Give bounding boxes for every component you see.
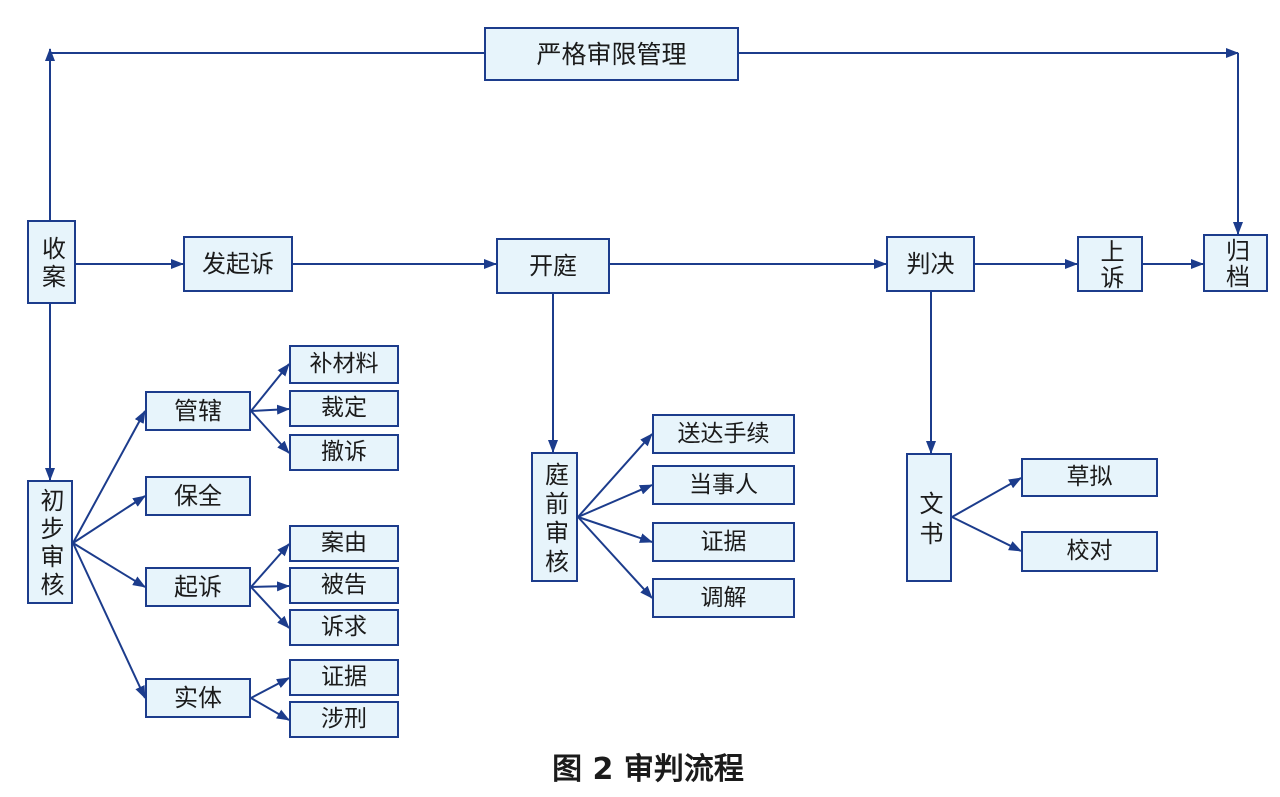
node-cause-of-action: 案由: [289, 525, 399, 562]
node-label: 当事人: [689, 471, 758, 498]
arrow-preliminary-to-jurisdiction: [72, 410, 146, 544]
arrow-preliminary-to-substance: [72, 542, 146, 699]
node-preliminary-review: 初步审核: [27, 480, 73, 604]
arrow-substance-item-2: [250, 697, 290, 721]
node-preservation: 保全: [145, 476, 251, 516]
node-archive: 归档: [1203, 234, 1268, 292]
figure-caption: 图 2 审判流程: [552, 752, 744, 787]
arrow-complaint-item-2: [250, 581, 290, 592]
node-label: 文书: [915, 490, 943, 551]
node-label: 撤诉: [321, 439, 367, 465]
node-judgment: 判决: [886, 236, 975, 292]
node-evidence-pretrial: 证据: [652, 522, 795, 562]
node-label: 严格审限管理: [536, 39, 687, 69]
node-label: 证据: [700, 528, 747, 555]
node-drafting: 草拟: [1021, 458, 1158, 497]
node-hearing: 开庭: [496, 238, 610, 294]
node-complaint: 起诉: [145, 567, 251, 607]
node-pretrial-review: 庭前审核: [531, 452, 578, 582]
node-label: 被告: [321, 572, 367, 598]
node-label: 庭前审核: [540, 461, 569, 578]
node-substance: 实体: [145, 678, 251, 718]
node-label: 送达手续: [677, 420, 770, 447]
node-label: 校对: [1066, 538, 1113, 564]
node-proofreading: 校对: [1021, 531, 1158, 572]
node-appeal: 上诉: [1077, 236, 1143, 292]
node-label: 调解: [700, 584, 747, 611]
node-withdrawal: 撤诉: [289, 434, 399, 471]
node-label: 开庭: [529, 252, 577, 280]
node-receive-case: 收案: [27, 220, 76, 304]
node-label: 案由: [321, 530, 367, 556]
node-label: 收案: [37, 236, 66, 292]
node-parties: 当事人: [652, 465, 795, 505]
node-service-procedures: 送达手续: [652, 414, 795, 454]
node-claims: 诉求: [289, 609, 399, 646]
node-label: 涉刑: [321, 706, 367, 732]
node-defendant: 被告: [289, 567, 399, 604]
arrow-complaint-item-1: [250, 543, 290, 588]
node-label: 补材料: [309, 351, 379, 377]
node-label: 起诉: [174, 573, 222, 601]
arrow-pretrial-item-3: [577, 516, 653, 543]
arrow-jurisdiction-item-1: [250, 363, 290, 412]
node-supervision: 严格审限管理: [484, 27, 739, 81]
node-label: 上诉: [1096, 239, 1124, 291]
node-mediation: 调解: [652, 578, 795, 618]
arrow-preliminary-to-preservation: [72, 495, 146, 544]
node-label: 归档: [1221, 238, 1250, 290]
node-label: 裁定: [321, 395, 367, 421]
node-supplement-materials: 补材料: [289, 345, 399, 384]
node-label: 管辖: [174, 397, 222, 425]
arrow-pretrial-item-4: [577, 516, 653, 599]
node-label: 发起诉: [202, 250, 274, 278]
arrow-documents-item-1: [951, 477, 1022, 518]
node-criminal-involvement: 涉刑: [289, 701, 399, 738]
arrow-pretrial-item-1: [577, 433, 653, 518]
node-label: 初步审核: [36, 488, 64, 600]
node-label: 保全: [174, 482, 222, 510]
node-documents: 文书: [906, 453, 952, 582]
node-label: 草拟: [1066, 464, 1113, 490]
arrow-substance-item-1: [250, 677, 290, 699]
node-label: 判决: [906, 250, 955, 278]
node-file-lawsuit: 发起诉: [183, 236, 293, 292]
node-ruling: 裁定: [289, 390, 399, 427]
node-label: 证据: [321, 664, 367, 690]
arrow-jurisdiction-item-2: [250, 404, 290, 415]
node-evidence-substance: 证据: [289, 659, 399, 696]
arrow-jurisdiction-item-3: [250, 410, 290, 454]
arrow-complaint-item-3: [250, 586, 290, 629]
arrow-documents-item-2: [951, 516, 1022, 552]
node-label: 诉求: [321, 614, 367, 640]
node-jurisdiction: 管辖: [145, 391, 251, 431]
node-label: 实体: [174, 684, 222, 712]
arrow-pretrial-item-2: [577, 484, 653, 518]
arrow-preliminary-to-complaint: [72, 542, 146, 588]
